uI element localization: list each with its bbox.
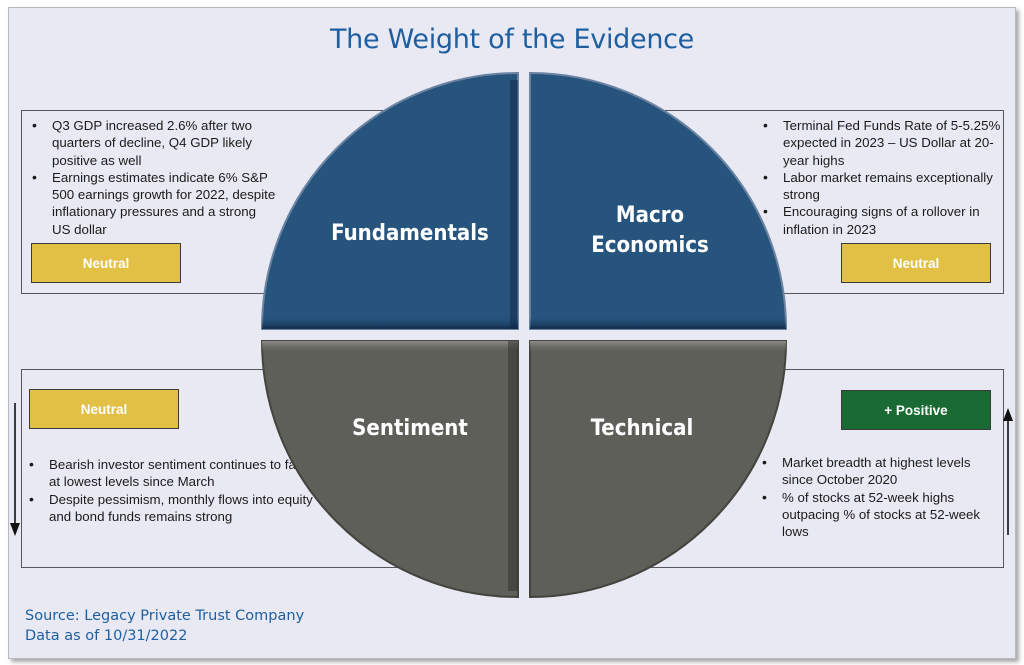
macro-bullets: Terminal Fed Funds Rate of 5-5.25% expec…: [759, 117, 1004, 238]
sentiment-bullet: Despite pessimism, monthly flows into eq…: [25, 491, 315, 526]
macro-rating-badge: Neutral: [841, 243, 991, 283]
up-arrow-icon: [1003, 408, 1013, 535]
fundamentals-bullet: Q3 GDP increased 2.6% after two quarters…: [28, 117, 278, 169]
quadrant-sentiment: [260, 340, 519, 599]
macro-bullet: Labor market remains exceptionally stron…: [759, 169, 1004, 204]
fundamentals-label: Fundamentals: [331, 221, 489, 246]
down-arrow-icon: [10, 403, 20, 536]
macro-label-line2: Economics: [591, 233, 709, 258]
quadrant-technical: [529, 340, 788, 599]
sentiment-bullets: Bearish investor sentiment continues to …: [25, 456, 315, 525]
technical-bullet: % of stocks at 52-week highs outpacing %…: [758, 489, 998, 541]
source-line: Source: Legacy Private Trust Company: [25, 608, 305, 624]
fundamentals-rating-badge: Neutral: [31, 243, 181, 283]
technical-rating-badge: + Positive: [841, 390, 991, 430]
macro-label-line1: Macro: [615, 203, 685, 228]
sentiment-label: Sentiment: [352, 416, 468, 441]
technical-label: Technical: [590, 416, 694, 441]
quadrant-fundamentals: [260, 71, 519, 330]
data-date-line: Data as of 10/31/2022: [25, 628, 188, 644]
fundamentals-bullets: Q3 GDP increased 2.6% after two quarters…: [28, 117, 278, 238]
sentiment-bullet: Bearish investor sentiment continues to …: [25, 456, 315, 491]
technical-bullets: Market breadth at highest levels since O…: [758, 454, 998, 540]
macro-bullet: Encouraging signs of a rollover in infla…: [759, 203, 1004, 238]
macro-label: Macro Economics: [540, 201, 760, 261]
page-title: The Weight of the Evidence: [329, 24, 694, 55]
source-note: Source: Legacy Private Trust Company Dat…: [25, 606, 304, 646]
quadrant-macro-economics: [529, 71, 788, 330]
technical-bullet: Market breadth at highest levels since O…: [758, 454, 998, 489]
sentiment-rating-badge: Neutral: [29, 389, 179, 429]
fundamentals-bullet: Earnings estimates indicate 6% S&P 500 e…: [28, 169, 278, 238]
macro-bullet: Terminal Fed Funds Rate of 5-5.25% expec…: [759, 117, 1004, 169]
